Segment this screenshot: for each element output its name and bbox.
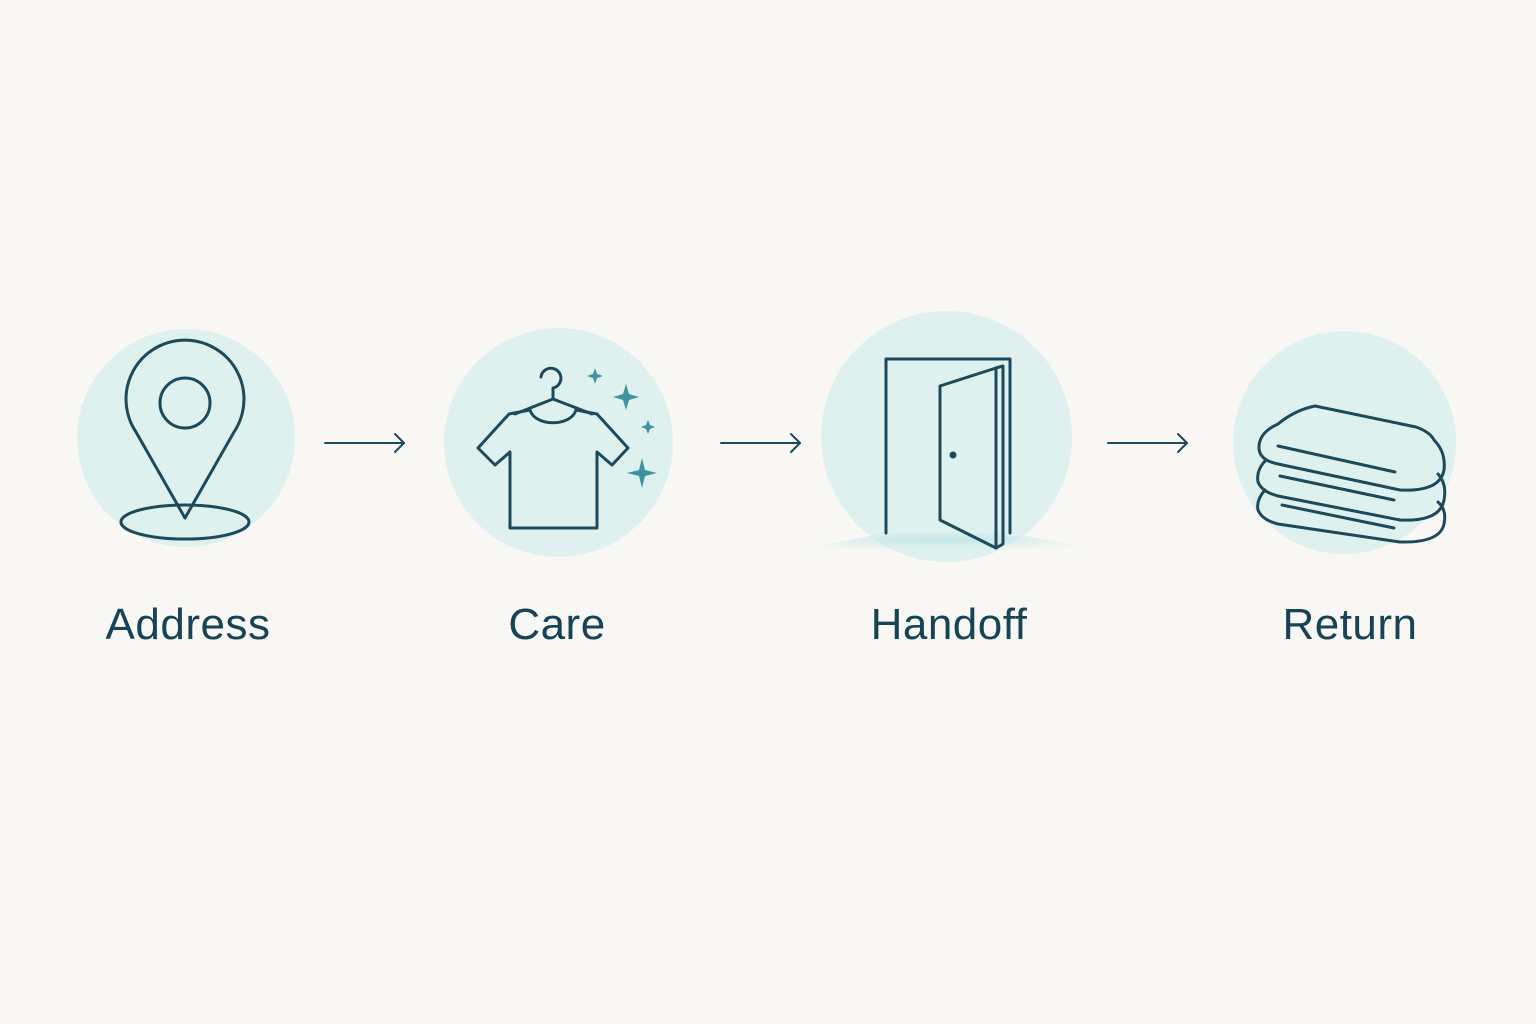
step-handoff-circle: [821, 311, 1072, 562]
step-care-label: Care: [508, 600, 606, 649]
arrow-right-icon: [1107, 433, 1188, 453]
step-address-circle: [77, 329, 295, 547]
map-pin-icon: [119, 338, 251, 541]
step-address-label: Address: [105, 600, 271, 649]
arrow-right-icon: [324, 433, 405, 453]
folded-towels-icon: [1256, 404, 1447, 544]
shirt-on-hanger-icon: [476, 366, 657, 530]
arrow-right-icon: [720, 433, 801, 453]
step-handoff-label: Handoff: [870, 600, 1028, 649]
step-return-label: Return: [1282, 600, 1418, 649]
open-door-icon: [770, 357, 1110, 555]
